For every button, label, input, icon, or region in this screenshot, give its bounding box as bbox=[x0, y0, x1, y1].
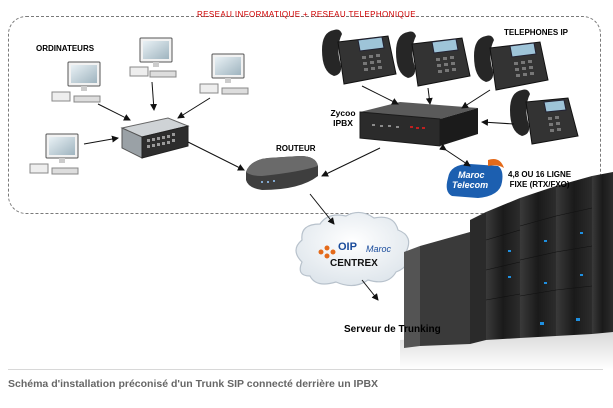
cloud-label: CENTREX bbox=[330, 258, 378, 269]
arrow-phone1-to-ipbx bbox=[361, 85, 399, 105]
computers-label: ORDINATEURS bbox=[36, 44, 95, 53]
oip-centrex-cloud bbox=[295, 211, 410, 287]
maroc-telecom-logo bbox=[446, 159, 504, 198]
ipbx-label-brand: Zycoo bbox=[330, 108, 356, 118]
arrow-ipbx-telecom-bidirectional bbox=[439, 143, 471, 167]
computer-bottom-left bbox=[29, 133, 79, 175]
phones-label: TELEPHONES IP bbox=[504, 28, 569, 37]
arrow-phone4-to-ipbx bbox=[481, 118, 515, 126]
arrow-cloud-to-server bbox=[361, 279, 379, 301]
ipbx-device bbox=[359, 102, 478, 147]
arrow-router-to-cloud bbox=[309, 193, 335, 225]
network-switch bbox=[120, 117, 190, 159]
caption-divider bbox=[8, 369, 603, 370]
figure-caption: Schéma d'installation préconisé d'un Tru… bbox=[8, 378, 379, 390]
server-label: Serveur de Trunking bbox=[344, 324, 441, 335]
router-label: ROUTEUR bbox=[276, 144, 316, 153]
arrow-ipbx-to-router bbox=[321, 147, 381, 177]
telecom-logo-text: Maroc Telecom bbox=[452, 170, 488, 190]
cloud-logo-oip: OIP bbox=[338, 241, 357, 253]
arrow-switch-to-router bbox=[187, 141, 245, 171]
server-racks bbox=[400, 172, 613, 370]
fixed-lines-label: 4,8 OU 16 LIGNE FIXE (RTX/FXO) bbox=[508, 170, 571, 190]
network-frame bbox=[8, 16, 601, 214]
arrow-phone3-to-ipbx bbox=[461, 89, 491, 109]
arrow-pc-topright-to-switch bbox=[177, 97, 211, 119]
ipbx-label: Zycoo IPBX bbox=[330, 108, 356, 128]
arrow-pc-topleft-to-switch bbox=[97, 103, 131, 121]
arrow-phone2-to-ipbx bbox=[425, 87, 433, 105]
router bbox=[246, 156, 318, 190]
fixed-lines-type: FIXE (RTX/FXO) bbox=[509, 180, 570, 189]
telecom-logo-maroc: Maroc bbox=[458, 170, 485, 180]
computer-top-right bbox=[199, 53, 249, 95]
ip-phone-1 bbox=[322, 29, 397, 85]
ip-phone-2 bbox=[396, 31, 471, 87]
computer-top-center bbox=[129, 37, 177, 78]
ipbx-label-type: IPBX bbox=[333, 118, 353, 128]
telecom-logo-telecom: Telecom bbox=[452, 180, 489, 190]
computer-top-left bbox=[51, 61, 101, 103]
fixed-lines-count: 4,8 OU 16 LIGNE bbox=[508, 170, 572, 179]
cloud-logo-maroc: Maroc bbox=[366, 244, 392, 254]
ip-phone-3 bbox=[474, 35, 549, 91]
arrow-pc-topcenter-to-switch bbox=[150, 81, 158, 111]
ip-phone-4 bbox=[510, 89, 579, 145]
network-title: RESEAU INFORMATIQUE + RESEAU TELEPHONIQU… bbox=[196, 10, 417, 19]
arrow-pc-bottomleft-to-switch bbox=[83, 135, 119, 145]
